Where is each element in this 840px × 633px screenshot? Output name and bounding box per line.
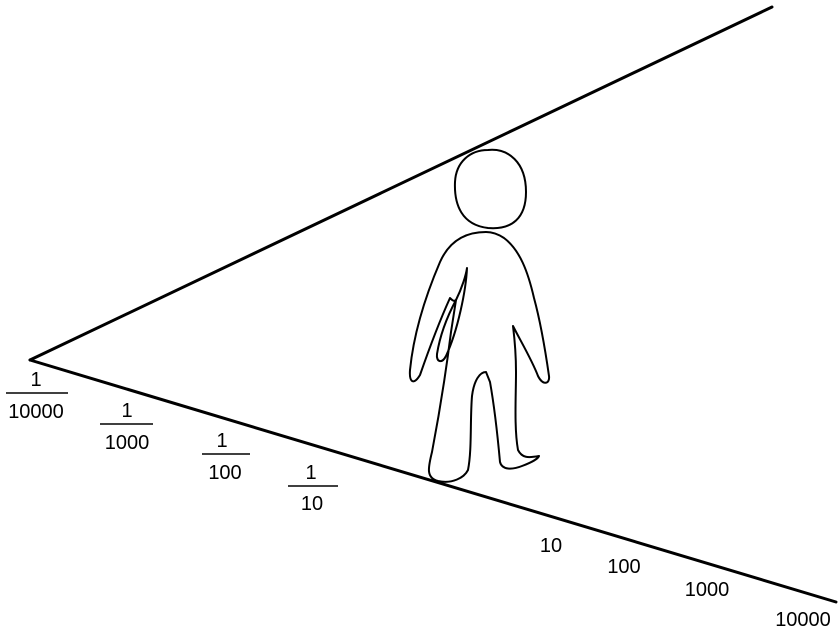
fraction-denominator: 1000 bbox=[105, 432, 150, 454]
multiple-label-10: 10 bbox=[540, 535, 562, 557]
person-arm-detail bbox=[435, 267, 468, 362]
multiple-labels: 10 100 1000 10000 bbox=[540, 535, 831, 631]
lower-ray-scale-axis bbox=[28, 358, 838, 604]
person-outline-icon bbox=[408, 148, 551, 483]
multiple-label-100: 100 bbox=[607, 556, 640, 578]
fraction-denominator: 10000 bbox=[8, 401, 64, 423]
person-body bbox=[408, 231, 551, 483]
fraction-label-1-1000: 1 1000 bbox=[100, 400, 153, 454]
multiple-label-10000: 10000 bbox=[775, 609, 831, 631]
fraction-label-1-100: 1 100 bbox=[202, 430, 250, 484]
fraction-labels: 1 10000 1 1000 1 100 1 10 bbox=[6, 369, 338, 515]
fraction-denominator: 10 bbox=[301, 493, 323, 515]
fraction-numerator: 1 bbox=[305, 462, 316, 484]
multiple-label-1000: 1000 bbox=[685, 579, 730, 601]
fraction-numerator: 1 bbox=[216, 430, 227, 452]
fraction-label-1-10: 1 10 bbox=[288, 462, 338, 515]
fraction-numerator: 1 bbox=[30, 369, 41, 391]
fraction-label-1-10000: 1 10000 bbox=[6, 369, 68, 423]
fraction-denominator: 100 bbox=[208, 462, 241, 484]
person-head bbox=[453, 148, 527, 230]
fraction-numerator: 1 bbox=[121, 400, 132, 422]
upper-ray bbox=[28, 5, 774, 362]
